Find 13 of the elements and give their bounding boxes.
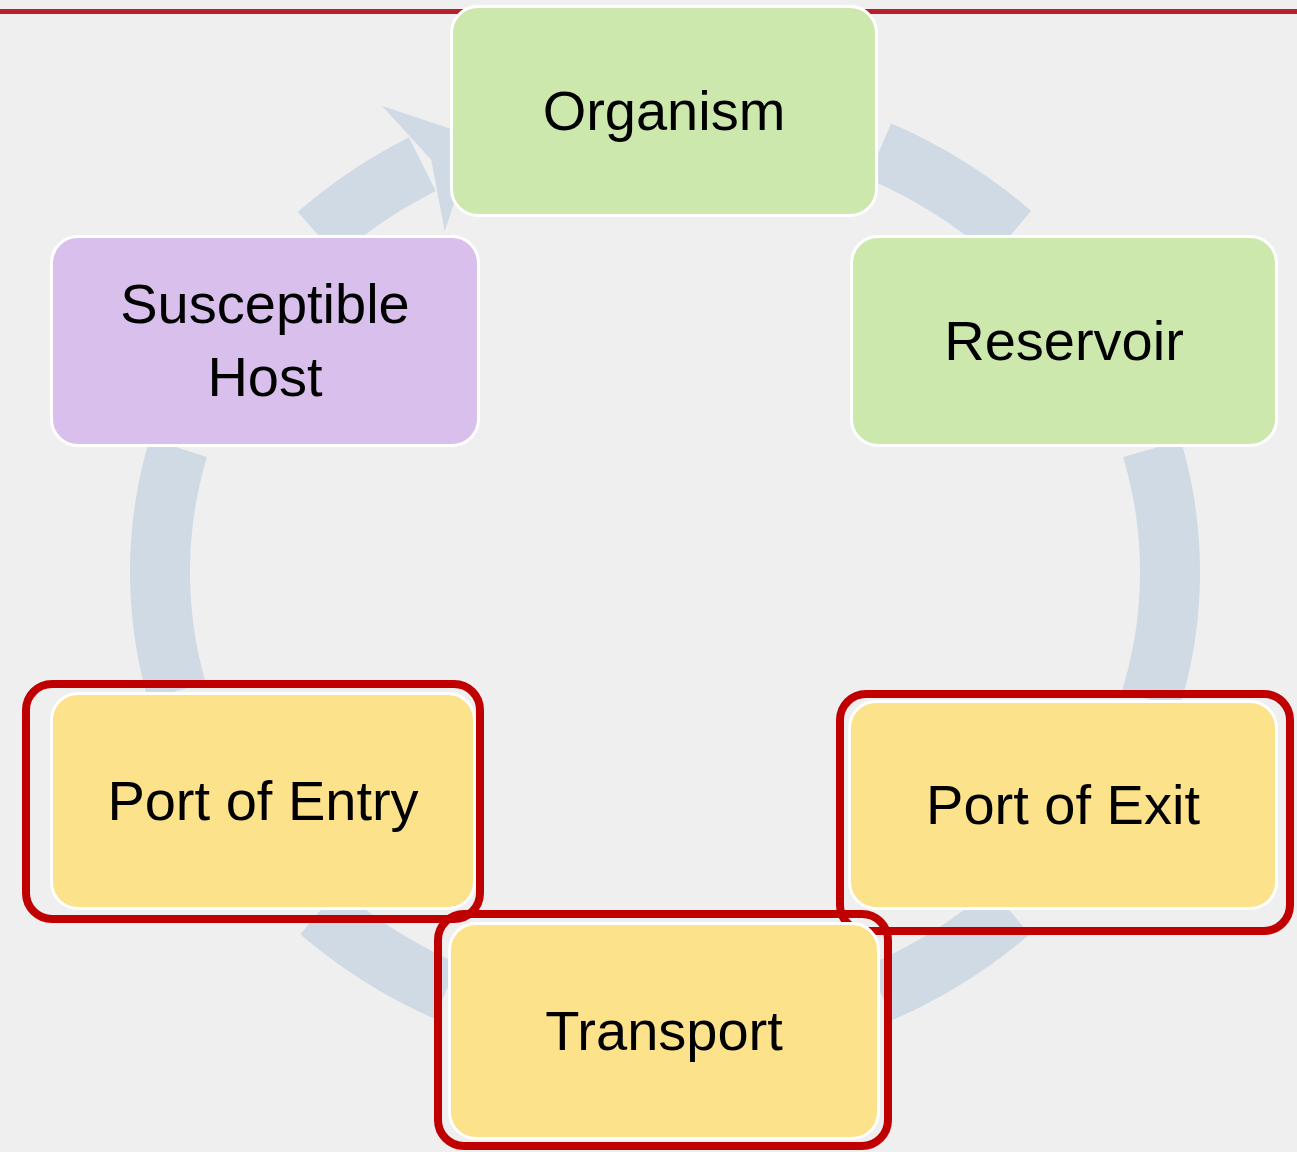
step-label: Susceptible Host — [119, 271, 411, 410]
step-box — [850, 235, 1278, 447]
step-label: Transport — [544, 997, 784, 1064]
highlight-outline — [836, 690, 1294, 935]
step-box — [450, 5, 878, 217]
step-label: Port of Entry — [106, 767, 420, 834]
step-label: Port of Exit — [925, 771, 1201, 838]
highlight-outline — [22, 680, 484, 923]
step-label: Reservoir — [943, 307, 1185, 374]
step-box — [848, 700, 1278, 910]
step-box — [50, 692, 476, 910]
step-label: Organism — [541, 77, 787, 144]
step-box — [50, 235, 480, 447]
